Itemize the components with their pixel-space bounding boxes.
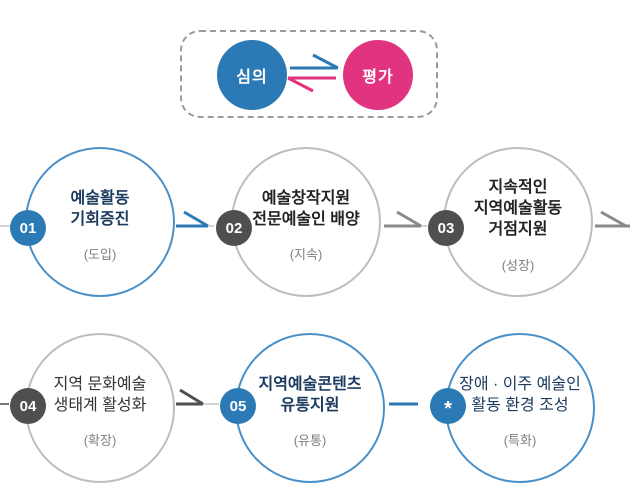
step-badge-special: *	[430, 388, 466, 424]
step-circle-04: 04 지역 문화예술 생태계 활성화 (확장)	[10, 333, 175, 483]
step-badge-02: 02	[216, 210, 252, 246]
step-subtitle-03: (성장)	[501, 257, 535, 273]
step-circle-05: 05 지역예술콘텐츠 유통지원 (유통)	[220, 333, 385, 483]
step-title-05: 지역예술콘텐츠 유통지원	[258, 375, 362, 414]
flow-arrow-03-wrap-icon	[595, 210, 630, 228]
step-subtitle-01: (도입)	[83, 247, 117, 263]
evaluation-label: 평가	[362, 69, 394, 86]
step-circle-special: * 장애 · 이주 예술인 활동 환경 조성 (특화)	[430, 333, 595, 483]
step-title-special: 장애 · 이주 예술인 활동 환경 조성	[459, 375, 581, 414]
step-title-02: 예술창작지원 전문예술인 배양	[252, 189, 360, 228]
step-circle-03: 03 지속적인 지역예술활동 거점지원 (성장)	[428, 147, 593, 297]
step-badge-01: 01	[10, 210, 46, 246]
step-subtitle-04: (확장)	[83, 433, 117, 449]
flow-arrow-01-02-icon	[176, 210, 209, 228]
step-subtitle-02: (지속)	[289, 247, 323, 263]
flow-arrow-02-03-icon	[384, 210, 422, 228]
step-circle-02: 02 예술창작지원 전문예술인 배양 (지속)	[216, 147, 381, 297]
step-subtitle-05: (유통)	[293, 433, 327, 449]
step-badge-05: 05	[220, 388, 256, 424]
step-title-01: 예술활동 기회증진	[70, 189, 130, 228]
flow-arrow-04-05-icon	[176, 388, 204, 406]
step-badge-04: 04	[10, 388, 46, 424]
step-title-04: 지역 문화예술 생태계 활성화	[53, 375, 147, 414]
step-subtitle-special: (특화)	[503, 433, 537, 449]
evaluation-circle: 평가	[343, 40, 413, 110]
step-title-03: 지속적인 지역예술활동 거점지원	[473, 179, 563, 238]
step-badge-03: 03	[428, 210, 464, 246]
step-circle-01: 01 예술활동 기회증진 (도입)	[10, 147, 175, 297]
review-circle: 심의	[217, 40, 287, 110]
review-label: 심의	[236, 69, 268, 86]
review-evaluation-legend-box	[180, 30, 438, 118]
